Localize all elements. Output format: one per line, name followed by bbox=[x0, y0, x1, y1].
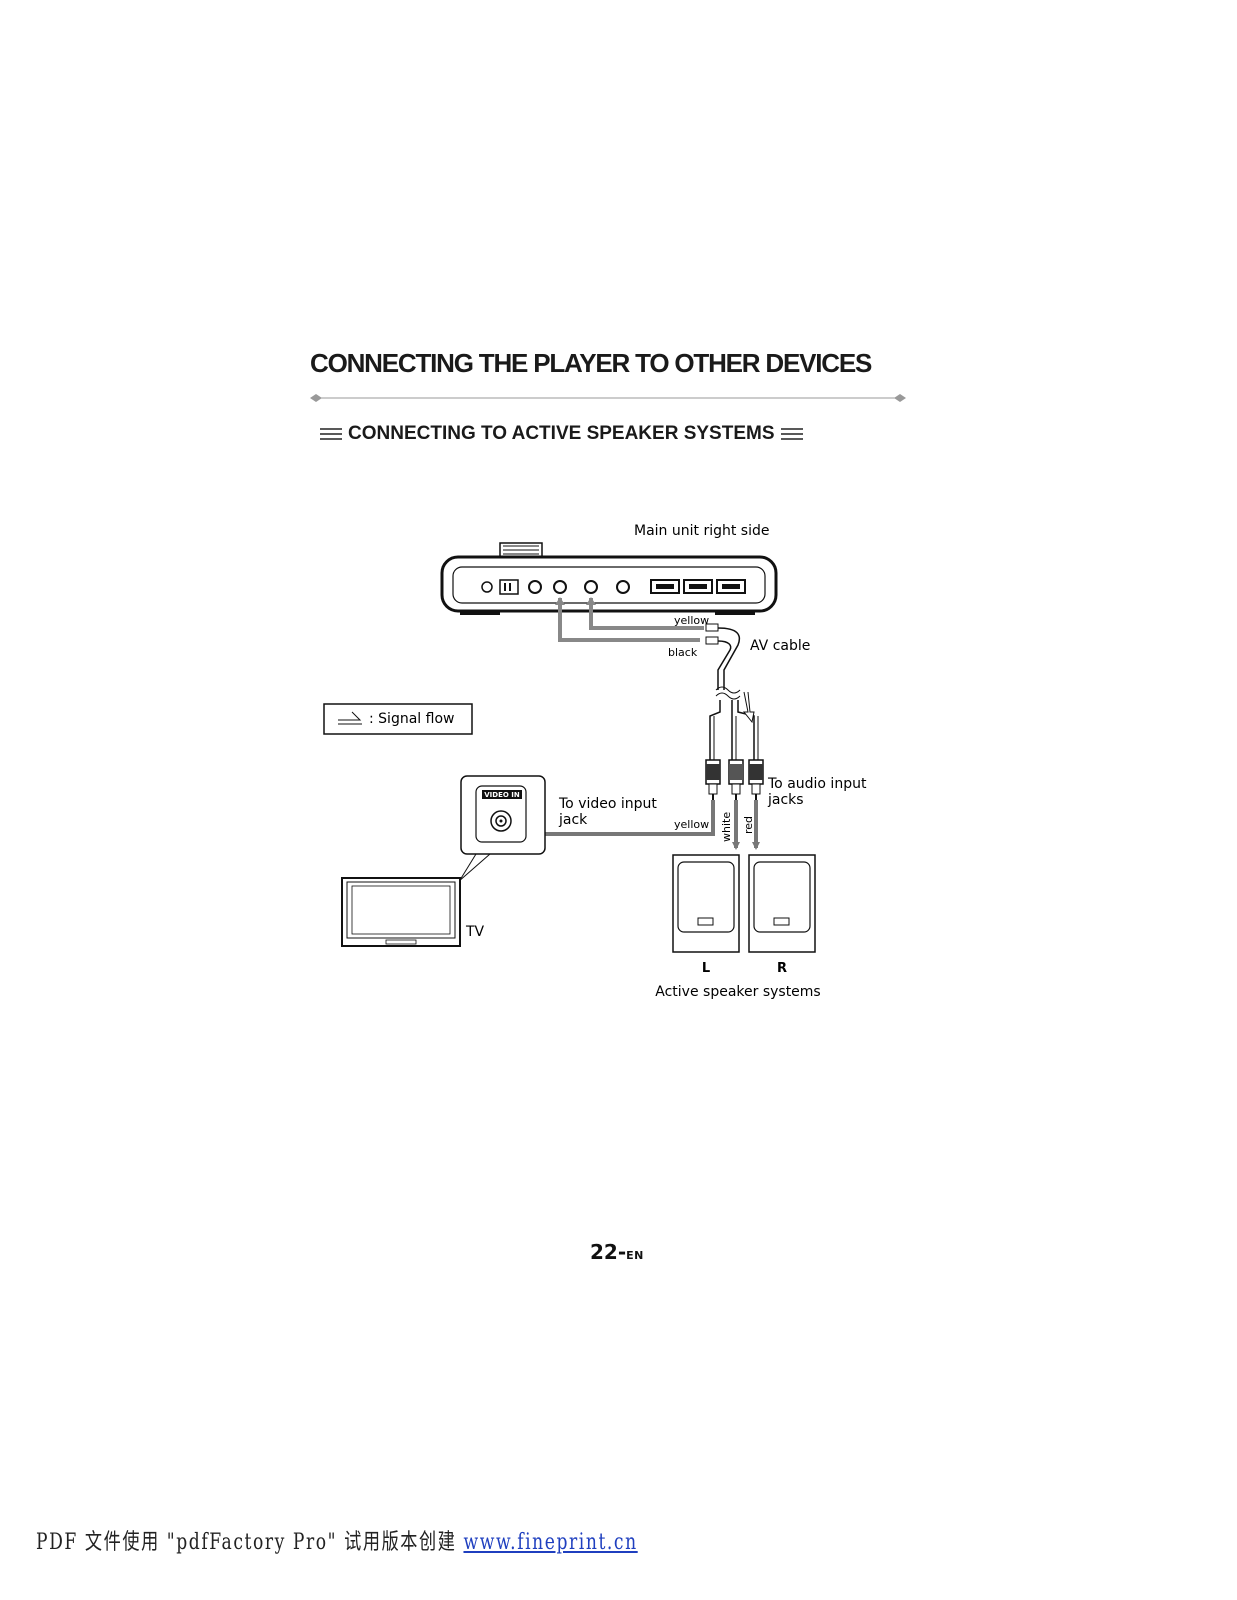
to-audio-input-line2: jacks bbox=[767, 792, 804, 808]
yellow-video-label: yellow bbox=[674, 818, 709, 831]
black-plug-label: black bbox=[668, 646, 698, 659]
power-jack-icon bbox=[481, 581, 493, 593]
to-video-input-line2: jack bbox=[558, 812, 588, 828]
jack-icon bbox=[616, 580, 630, 594]
red-cable-label: red bbox=[742, 816, 755, 834]
heading-bars-icon bbox=[320, 428, 342, 440]
signal-flow-arrow-icon bbox=[742, 691, 755, 724]
white-cable-label: white bbox=[720, 812, 733, 842]
page-title: CONNECTING THE PLAYER TO OTHER DEVICES bbox=[310, 348, 872, 378]
switch-icon bbox=[499, 579, 519, 595]
speaker-right bbox=[748, 854, 816, 953]
rca-plugs bbox=[705, 759, 764, 800]
video-in-label: VIDEO IN bbox=[484, 791, 520, 799]
port-icon bbox=[650, 579, 680, 594]
av-out-jack-icon bbox=[553, 580, 567, 594]
jack-icon bbox=[528, 580, 542, 594]
to-audio-input-line1: To audio input bbox=[767, 776, 867, 792]
main-unit-label: Main unit right side bbox=[634, 523, 769, 539]
main-unit bbox=[440, 542, 778, 615]
tv bbox=[341, 877, 461, 947]
title-divider bbox=[310, 394, 906, 402]
speaker-left bbox=[672, 854, 740, 953]
footer-text: PDF 文件使用 "pdfFactory Pro" 试用版本创建 bbox=[36, 1530, 464, 1555]
port-icon bbox=[716, 579, 746, 594]
port-icon bbox=[683, 579, 713, 594]
yellow-plug-label: yellow bbox=[674, 614, 709, 627]
page-number-suffix: EN bbox=[626, 1249, 644, 1262]
speaker-right-label: R bbox=[777, 961, 787, 976]
to-video-input-line1: To video input bbox=[558, 796, 657, 812]
pdf-footer: PDF 文件使用 "pdfFactory Pro" 试用版本创建 www.fin… bbox=[36, 1524, 638, 1556]
audio-jack-icon bbox=[584, 580, 598, 594]
page-number-value: 22- bbox=[590, 1240, 627, 1264]
speakers-caption: Active speaker systems bbox=[655, 984, 820, 1000]
connection-diagram: Main unit right side yellow black AV cab… bbox=[323, 523, 867, 1000]
footer-link[interactable]: www.fineprint.cn bbox=[463, 1530, 638, 1555]
tv-label: TV bbox=[465, 924, 485, 940]
section-heading: CONNECTING TO ACTIVE SPEAKER SYSTEMS bbox=[320, 423, 803, 445]
page-number: 22-EN bbox=[590, 1240, 644, 1264]
video-in-panel: VIDEO IN bbox=[457, 775, 546, 883]
heading-bars-icon bbox=[780, 428, 803, 440]
signal-flow-legend-label: : Signal flow bbox=[369, 711, 454, 727]
signal-flow-legend bbox=[323, 703, 473, 735]
av-cable-label: AV cable bbox=[750, 638, 810, 654]
speaker-left-label: L bbox=[702, 961, 710, 976]
section-title: CONNECTING TO ACTIVE SPEAKER SYSTEMS bbox=[348, 423, 775, 444]
video-in-jack-icon bbox=[490, 810, 512, 832]
